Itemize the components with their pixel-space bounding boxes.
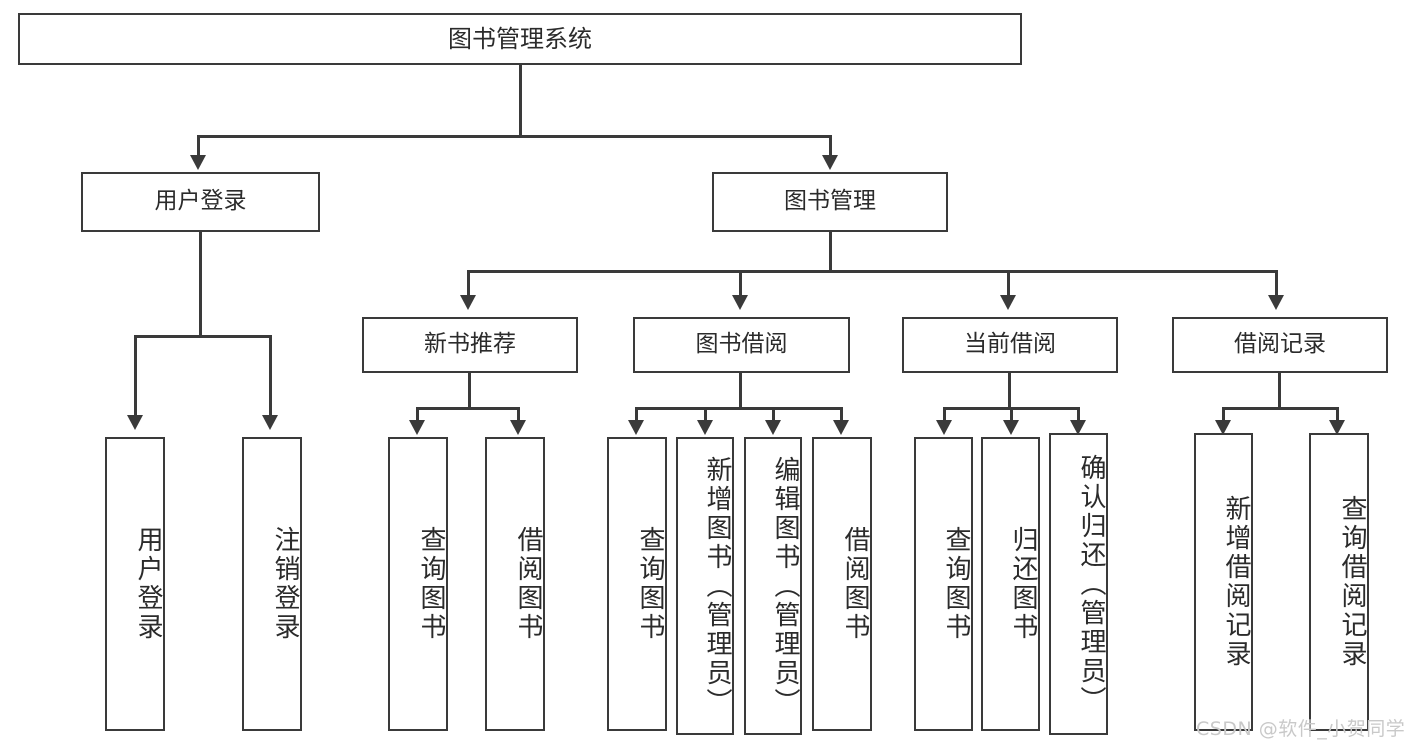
arrowhead-to-leaf-return-book <box>1003 420 1019 435</box>
connector-user-login-bar <box>134 335 272 338</box>
node-leaf-query-book-current[interactable]: 查询图书 <box>914 437 973 731</box>
node-leaf-borrow-book[interactable]: 借阅图书 <box>812 437 872 731</box>
node-leaf-add-borrow-record[interactable]: 新增借阅记录 <box>1194 433 1253 731</box>
connector-br-stem <box>1278 373 1281 409</box>
arrowhead-to-new-book-recommend <box>460 295 476 310</box>
arrowhead-to-leaf-confirm-return <box>1070 420 1086 435</box>
connector-bb-stem <box>739 373 742 409</box>
node-current-borrow[interactable]: 当前借阅 <box>902 317 1118 373</box>
connector-user-login-drop-2 <box>269 335 272 417</box>
node-leaf-query-book-borrow[interactable]: 查询图书 <box>607 437 667 731</box>
arrowhead-to-leaf-logout <box>262 415 278 430</box>
node-label: 图书管理系统 <box>448 24 592 53</box>
node-label: 归还图书 <box>1008 526 1038 642</box>
arrowhead-to-leaf-query-book-1 <box>409 420 425 435</box>
node-label: 新书推荐 <box>424 331 516 358</box>
connector-cb-drop-3 <box>1077 407 1080 422</box>
connector-bb-drop-2 <box>704 407 707 422</box>
node-label: 图书借阅 <box>695 331 788 358</box>
arrowhead-to-leaf-query-record <box>1329 420 1345 435</box>
node-label: 注销登录 <box>270 526 300 642</box>
connector-root-right-drop <box>829 135 832 157</box>
arrowhead-to-leaf-borrow-book-1 <box>510 420 526 435</box>
node-borrow-record[interactable]: 借阅记录 <box>1172 317 1388 373</box>
connector-nbr-bar <box>416 407 520 410</box>
connector-cb-drop-1 <box>943 407 946 422</box>
node-label: 新增图书（管理员） <box>702 455 732 717</box>
connector-nbr-drop-1 <box>416 407 419 422</box>
node-label: 确认归还（管理员） <box>1076 453 1106 715</box>
connector-user-login-drop-1 <box>134 335 137 417</box>
arrowhead-to-book-manage <box>822 155 838 170</box>
connector-bm-drop-2 <box>739 270 742 297</box>
node-label: 借阅图书 <box>840 526 870 642</box>
arrowhead-to-leaf-query-book-3 <box>936 420 952 435</box>
node-label: 查询图书 <box>635 526 665 642</box>
connector-nbr-stem <box>468 373 471 409</box>
connector-bm-drop-4 <box>1275 270 1278 297</box>
node-label: 借阅图书 <box>513 526 543 642</box>
arrowhead-to-borrow-record <box>1268 295 1284 310</box>
connector-book-manage-bar <box>467 270 1278 273</box>
node-label: 用户登录 <box>154 188 247 215</box>
node-leaf-confirm-return[interactable]: 确认归还（管理员） <box>1049 433 1108 735</box>
node-user-login[interactable]: 用户登录 <box>81 172 320 232</box>
connector-bm-drop-1 <box>467 270 470 297</box>
connector-bm-drop-3 <box>1007 270 1010 297</box>
csdn-watermark: CSDN @软件_小贺同学 <box>1196 718 1405 740</box>
connector-br-drop-2 <box>1336 407 1339 422</box>
arrowhead-to-book-borrow <box>732 295 748 310</box>
connector-br-drop-1 <box>1222 407 1225 422</box>
node-leaf-user-login[interactable]: 用户登录 <box>105 437 165 731</box>
connector-user-login-stem <box>199 232 202 337</box>
node-label: 用户登录 <box>133 526 163 642</box>
node-leaf-borrow-book-recommend[interactable]: 借阅图书 <box>485 437 545 731</box>
node-root-system[interactable]: 图书管理系统 <box>18 13 1022 65</box>
node-label: 查询借阅记录 <box>1337 495 1367 669</box>
arrowhead-to-current-borrow <box>1000 295 1016 310</box>
arrowhead-to-user-login <box>190 155 206 170</box>
node-label: 当前借阅 <box>964 331 1056 358</box>
node-leaf-query-borrow-record[interactable]: 查询借阅记录 <box>1309 433 1369 731</box>
node-label: 查询图书 <box>416 526 446 642</box>
connector-bb-bar <box>635 407 843 410</box>
arrowhead-to-leaf-query-book-2 <box>628 420 644 435</box>
node-label: 编辑图书（管理员） <box>770 455 800 717</box>
connector-book-manage-stem <box>829 232 832 272</box>
connector-root-bar <box>197 135 831 138</box>
node-label: 查询图书 <box>941 526 971 642</box>
connector-cb-stem <box>1008 373 1011 409</box>
node-label: 新增借阅记录 <box>1221 495 1251 669</box>
node-leaf-query-book-recommend[interactable]: 查询图书 <box>388 437 448 731</box>
connector-nbr-drop-2 <box>517 407 520 422</box>
arrowhead-to-leaf-add-record <box>1215 420 1231 435</box>
connector-root-left-drop <box>197 135 200 157</box>
node-book-manage[interactable]: 图书管理 <box>712 172 948 232</box>
connector-cb-drop-2 <box>1010 407 1013 422</box>
node-label: 图书管理 <box>784 188 876 215</box>
node-leaf-edit-book[interactable]: 编辑图书（管理员） <box>744 437 802 735</box>
connector-bb-drop-3 <box>772 407 775 422</box>
node-book-borrow[interactable]: 图书借阅 <box>633 317 850 373</box>
connector-bb-drop-1 <box>635 407 638 422</box>
connector-root-stem <box>519 65 522 137</box>
arrowhead-to-leaf-add-book <box>697 420 713 435</box>
arrowhead-to-leaf-edit-book <box>765 420 781 435</box>
node-new-book-recommend[interactable]: 新书推荐 <box>362 317 578 373</box>
node-leaf-logout[interactable]: 注销登录 <box>242 437 302 731</box>
connector-br-bar <box>1222 407 1339 410</box>
node-leaf-add-book[interactable]: 新增图书（管理员） <box>676 437 734 735</box>
node-label: 借阅记录 <box>1234 331 1326 358</box>
node-leaf-return-book[interactable]: 归还图书 <box>981 437 1040 731</box>
arrowhead-to-leaf-user-login <box>127 415 143 430</box>
arrowhead-to-leaf-borrow-book-2 <box>833 420 849 435</box>
connector-bb-drop-4 <box>840 407 843 422</box>
